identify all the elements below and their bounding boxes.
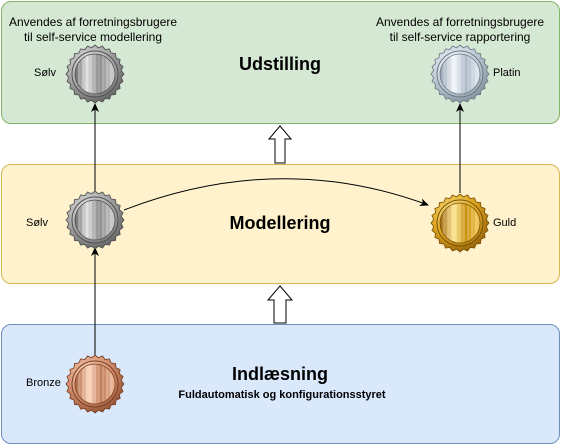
medal-gold <box>430 193 490 253</box>
note-right-line1: Anvendes af forretningsbrugere <box>375 15 545 29</box>
layer-title-modellering: Modellering <box>229 213 331 233</box>
medal-silver-top <box>65 44 125 104</box>
medal-label-platin: Platin <box>493 67 521 79</box>
medal-label-silver-top: Sølv <box>34 67 56 79</box>
medal-platin <box>430 44 490 104</box>
layer-subtitle-indlaesning: Fuldautomatisk og konfigurationsstyret <box>178 389 386 401</box>
note-left-line1: Anvendes af forretningsbrugere <box>8 15 178 29</box>
medal-label-silver-mid: Sølv <box>26 217 48 229</box>
medal-bronze <box>65 354 125 414</box>
up-block-arrow-upper <box>267 125 293 164</box>
layer-title-udstilling: Udstilling <box>239 54 321 74</box>
note-right-line2: til self-service rapportering <box>389 30 531 44</box>
medal-label-bronze: Bronze <box>26 377 61 389</box>
up-block-arrow-lower <box>266 285 294 324</box>
note-self-service-reporting: Anvendes af forretningsbrugere til self-… <box>376 15 544 45</box>
medal-label-gold: Guld <box>493 217 517 229</box>
layer-title-indlaesning: Indlæsning <box>232 364 328 384</box>
medal-silver-mid <box>65 190 125 250</box>
note-left-line2: til self-service modellering <box>23 30 163 44</box>
arrow-silver-to-gold <box>123 178 429 211</box>
note-self-service-modelling: Anvendes af forretningsbrugere til self-… <box>9 15 177 45</box>
